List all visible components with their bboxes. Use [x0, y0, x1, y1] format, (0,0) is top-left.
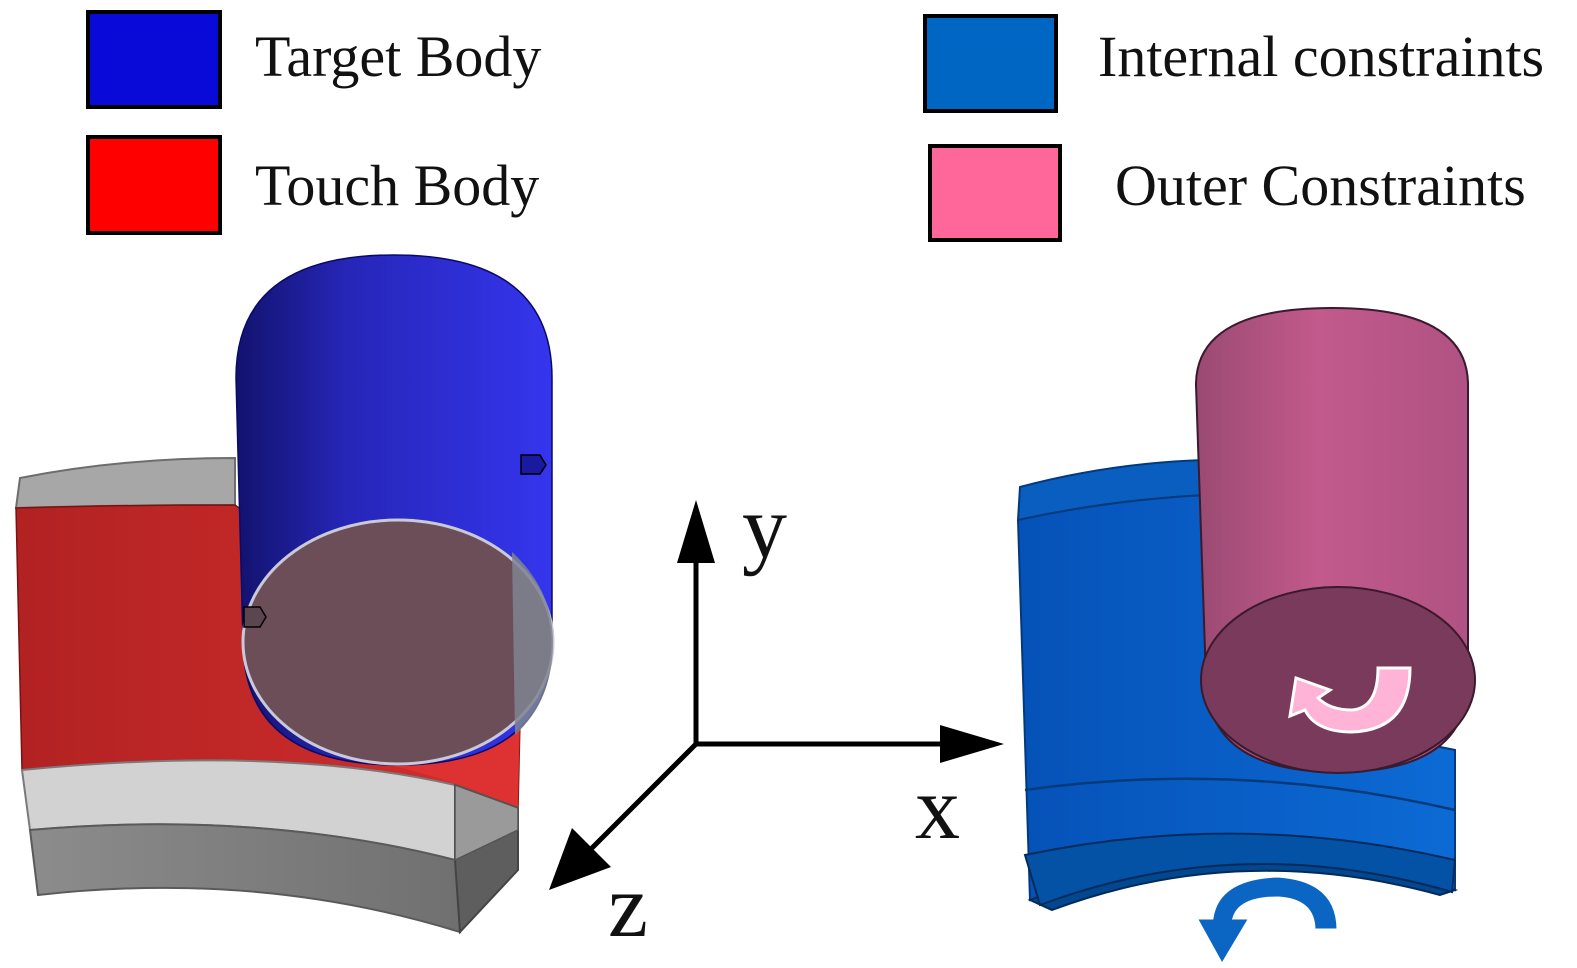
legend-label-outer-constraints: Outer Constraints: [1115, 153, 1526, 218]
legend-item-internal-constraints: Internal constraints: [923, 14, 1544, 113]
x-axis-arrowhead: [940, 725, 1004, 763]
target-marker-left: [243, 606, 267, 628]
right-model: [1016, 306, 1476, 968]
legend-swatch-touch-body: [86, 135, 222, 235]
z-axis-line: [583, 742, 698, 857]
internal-block-base: [1023, 832, 1457, 907]
target-marker-top: [520, 454, 547, 475]
legend-label-target-body: Target Body: [255, 24, 541, 89]
x-axis-label: x: [915, 759, 960, 858]
y-axis-arrowhead: [677, 500, 715, 563]
coordinate-axes: [549, 500, 1004, 890]
contact-face-gray: [512, 552, 553, 735]
left-model: [14, 254, 555, 935]
legend-swatch-internal-constraints: [923, 14, 1058, 113]
z-axis-arrowhead: [549, 828, 611, 890]
rotation-arrow-blue-icon: [1193, 874, 1340, 968]
legend-swatch-outer-constraints: [928, 144, 1062, 242]
y-axis-label: y: [742, 478, 787, 577]
legend-item-touch-body: Touch Body: [86, 135, 539, 235]
contact-face: [241, 518, 555, 766]
legend-label-touch-body: Touch Body: [255, 153, 539, 218]
legend-item-target-body: Target Body: [86, 10, 541, 109]
legend-label-internal-constraints: Internal constraints: [1098, 24, 1544, 89]
outer-constraints-face: [1200, 586, 1476, 774]
legend-swatch-target-body: [86, 10, 222, 109]
legend: Target Body Touch Body Internal constrai…: [86, 10, 1544, 242]
touch-body-right-face: [454, 783, 519, 862]
internal-block-band: [1024, 777, 1456, 812]
legend-item-outer-constraints: Outer Constraints: [928, 144, 1526, 242]
rotation-arrow-pink-icon: [1288, 666, 1412, 734]
touch-body-top-edge: [14, 456, 236, 510]
z-axis-label: z: [608, 857, 648, 956]
